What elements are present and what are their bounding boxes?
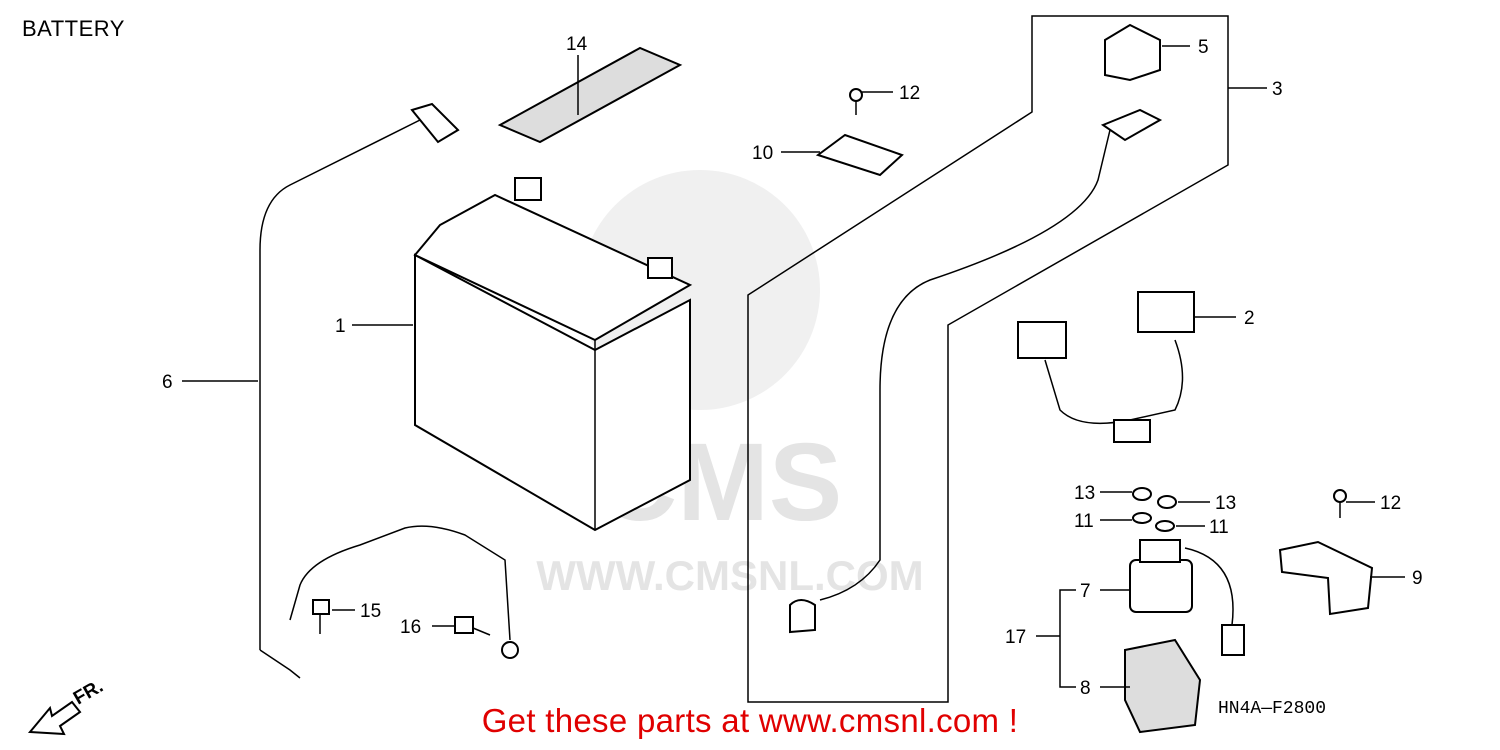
- terminal-cover-10[interactable]: [815, 133, 904, 177]
- wire-harness-2[interactable]: [1017, 291, 1195, 443]
- starter-relay-7[interactable]: [1129, 539, 1245, 656]
- callout-11-left: 11: [1074, 511, 1094, 532]
- callout-15: 15: [360, 601, 381, 622]
- nuts-washers[interactable]: [1132, 487, 1177, 532]
- watermark-url: WWW.CMSNL.COM: [536, 552, 923, 599]
- bolt-16[interactable]: [454, 616, 491, 636]
- callout-16: 16: [400, 617, 421, 638]
- bracket-9[interactable]: [1278, 540, 1374, 616]
- callout-14: 14: [566, 34, 588, 55]
- callout-11-right: 11: [1209, 517, 1229, 538]
- battery-cable-3[interactable]: [747, 15, 1229, 703]
- callout-7: 7: [1080, 581, 1091, 602]
- callout-9: 9: [1412, 568, 1423, 589]
- leader-lines: [182, 45, 1405, 688]
- battery-part[interactable]: [413, 177, 693, 532]
- screw-12-top[interactable]: [849, 88, 863, 115]
- callout-1: 1: [335, 316, 346, 337]
- callout-10: 10: [752, 143, 773, 164]
- callout-2: 2: [1244, 308, 1255, 329]
- callout-5: 5: [1198, 37, 1209, 58]
- callout-6: 6: [162, 372, 173, 393]
- battery-strap[interactable]: [497, 46, 683, 144]
- page-title: BATTERY: [22, 16, 125, 41]
- callout-8: 8: [1080, 678, 1091, 699]
- callout-13-right: 13: [1215, 493, 1236, 514]
- bolt-15[interactable]: [312, 599, 330, 634]
- front-arrow-icon: [27, 700, 82, 736]
- diagram-code: HN4A—F2800: [1218, 699, 1326, 719]
- screw-12-right[interactable]: [1333, 489, 1347, 518]
- battery-cable-6[interactable]: [259, 102, 519, 679]
- relay-cover-8[interactable]: [1124, 638, 1202, 734]
- callout-13-left: 13: [1074, 483, 1095, 504]
- callout-3: 3: [1272, 79, 1283, 100]
- callout-labels: 1 2 3 14 5 6 7 8 9 10 11 11 12 12 13 13 …: [162, 34, 1423, 699]
- footer-call-to-action-link[interactable]: Get these parts at www.cmsnl.com !: [481, 702, 1019, 739]
- callout-12-top: 12: [899, 83, 920, 104]
- callout-12-right: 12: [1380, 493, 1401, 514]
- callout-17: 17: [1005, 627, 1026, 648]
